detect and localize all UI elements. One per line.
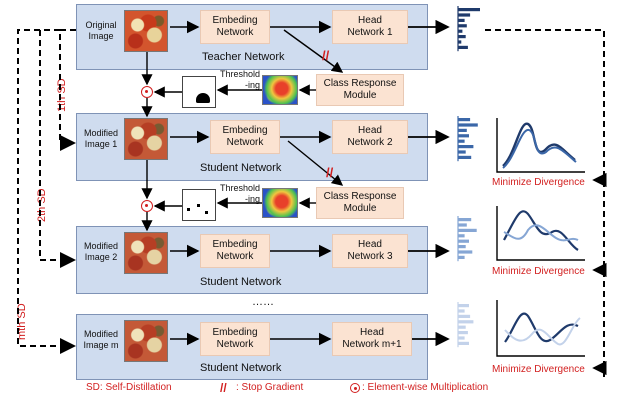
thresholding-label-1: Threshold -ing bbox=[219, 69, 260, 90]
modified-image-1-label: Modified Image 1 bbox=[83, 128, 119, 149]
elementwise-multiply-node-1 bbox=[141, 86, 153, 98]
histogram-bar bbox=[458, 314, 471, 318]
histogram-bar bbox=[458, 218, 472, 222]
histogram-bar bbox=[458, 18, 465, 22]
histogram-bar bbox=[458, 128, 467, 132]
teacher-head-network: Head Network 1 bbox=[332, 10, 408, 44]
teacher-network-label: Teacher Network bbox=[202, 51, 285, 63]
modified-image-m-label: Modified Image m bbox=[83, 329, 119, 350]
sd-dashed-line-1 bbox=[59, 29, 76, 151]
minimize-divergence-label-2: Minimize Divergence bbox=[492, 266, 585, 277]
modified-image-m-thumbnail bbox=[124, 320, 168, 362]
multiply-legend-icon bbox=[350, 383, 360, 393]
class-response-heatmap-1 bbox=[262, 75, 298, 105]
histogram-bar bbox=[458, 309, 465, 313]
student-1-network-label: Student Network bbox=[200, 162, 282, 174]
histogram-bar bbox=[458, 45, 468, 49]
student-2-output-histogram bbox=[457, 216, 477, 262]
modified-image-2-thumbnail bbox=[124, 232, 168, 274]
student-m-network-label: Student Network bbox=[200, 362, 282, 374]
histogram-bar bbox=[458, 13, 471, 17]
binary-mask-1 bbox=[182, 76, 216, 108]
histogram-bar bbox=[458, 336, 465, 340]
histogram-bar bbox=[458, 304, 469, 308]
student-m-output-histogram bbox=[457, 302, 474, 348]
modified-image-1-thumbnail bbox=[124, 118, 168, 160]
binary-mask-2 bbox=[182, 189, 216, 221]
student-1-embedding-network: Embeding Network bbox=[210, 120, 280, 154]
histogram-bar bbox=[458, 320, 474, 324]
histogram-bar bbox=[458, 245, 466, 249]
minimize-divergence-label-m: Minimize Divergence bbox=[492, 364, 585, 375]
sd-dashed-line-m bbox=[17, 29, 76, 354]
histogram-bar bbox=[458, 155, 472, 159]
histogram-bar bbox=[458, 29, 463, 33]
student-m-head-network: Head Network m+1 bbox=[332, 322, 412, 356]
elementwise-multiply-node-2 bbox=[141, 200, 153, 212]
teacher-embedding-network: Embeding Network bbox=[200, 10, 270, 44]
divergence-plot-m bbox=[496, 300, 585, 357]
student-m-embedding-network: Embeding Network bbox=[200, 322, 270, 356]
histogram-bar bbox=[458, 123, 478, 127]
class-response-module-1: Class Response Module bbox=[316, 74, 404, 106]
histogram-bar bbox=[458, 341, 469, 345]
histogram-bar bbox=[458, 250, 473, 254]
class-response-module-2: Class Response Module bbox=[316, 187, 404, 219]
teacher-dashed-line bbox=[485, 29, 605, 380]
histogram-bar bbox=[458, 8, 480, 12]
histogram-bar bbox=[458, 239, 469, 243]
stop-gradient-mark-1: // bbox=[322, 48, 330, 63]
original-image-label: Original Image bbox=[85, 20, 117, 41]
histogram-bar bbox=[458, 325, 466, 329]
stop-gradient-mark-2: // bbox=[326, 165, 334, 180]
student-1-head-network: Head Network 2 bbox=[332, 120, 408, 154]
class-response-heatmap-2 bbox=[262, 188, 298, 218]
original-image-thumbnail bbox=[124, 10, 168, 52]
histogram-bar bbox=[458, 40, 462, 44]
arrow-embed-to-crm-0 bbox=[283, 29, 344, 73]
histogram-bar bbox=[458, 35, 466, 39]
minimize-divergence-label-1: Minimize Divergence bbox=[492, 177, 585, 188]
student-1-output-histogram bbox=[457, 116, 478, 162]
divergence-plot-2 bbox=[496, 206, 585, 261]
histogram-bar bbox=[458, 24, 467, 28]
divergence-plot-1 bbox=[496, 118, 585, 173]
histogram-bar bbox=[458, 234, 465, 238]
stop-gradient-legend-icon: // bbox=[220, 381, 227, 395]
ellipsis: …… bbox=[252, 296, 274, 308]
legend-elementwise-multiplication: : Element-wise Multiplication bbox=[362, 382, 489, 393]
thresholding-label-2: Threshold -ing bbox=[219, 183, 260, 204]
histogram-bar bbox=[458, 134, 469, 138]
histogram-bar bbox=[458, 118, 471, 122]
modified-image-2-label: Modified Image 2 bbox=[83, 241, 119, 262]
teacher-output-histogram bbox=[457, 6, 480, 52]
histogram-bar bbox=[458, 331, 468, 335]
student-2-network-label: Student Network bbox=[200, 276, 282, 288]
legend-self-distillation: SD: Self-Distillation bbox=[86, 382, 172, 393]
student-2-embedding-network: Embeding Network bbox=[200, 234, 270, 268]
histogram-bar bbox=[458, 223, 467, 227]
legend-stop-gradient: : Stop Gradient bbox=[236, 382, 304, 393]
histogram-bar bbox=[458, 145, 474, 149]
histogram-bar bbox=[458, 139, 465, 143]
student-2-head-network: Head Network 3 bbox=[332, 234, 408, 268]
histogram-bar bbox=[458, 228, 477, 232]
histogram-bar bbox=[458, 150, 466, 154]
sd-dashed-line-2 bbox=[39, 29, 76, 268]
histogram-bar bbox=[458, 255, 465, 259]
